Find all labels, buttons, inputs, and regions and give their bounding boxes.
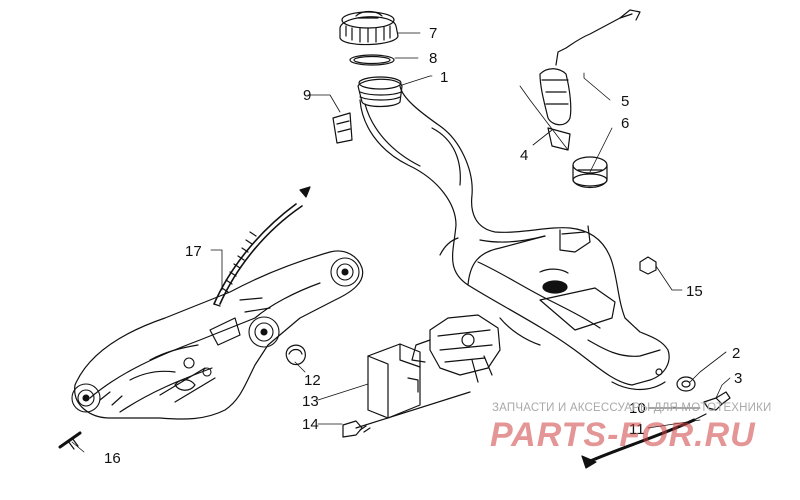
callout-7: 7 [429,25,437,42]
hose-clamp [285,344,306,366]
callout-6: 6 [621,115,629,132]
callout-3: 3 [734,370,742,387]
callout-5: 5 [621,93,629,110]
rubber-grommet [676,376,696,392]
elbow-fitting [703,391,731,411]
arrow-marker-top [299,186,311,198]
callout-16: 16 [104,450,121,467]
drain-tube [58,431,82,450]
callout-1: 1 [440,69,448,86]
callout-12: 12 [304,372,321,389]
mounting-bolt [639,256,657,275]
o-ring-gasket [349,54,395,66]
callout-13: 13 [302,393,319,410]
callout-leader-lines [71,32,731,453]
vent-hose [586,413,707,464]
callout-14: 14 [302,416,319,433]
frame-section [74,250,364,420]
callout-10: 10 [629,400,646,417]
warning-label-decal [332,112,353,144]
callout-8: 8 [429,50,437,67]
watermark-caption: ЗАПЧАСТИ И АКСЕССУАРЫ ДЛЯ МОТОТЕХНИКИ [492,402,772,414]
callout-4: 4 [520,147,528,164]
watermark-logo: PARTS-FOR.RU [490,416,756,454]
filler-neck [357,76,403,108]
callout-2: 2 [732,345,740,362]
callout-9: 9 [303,87,311,104]
fuel-tank-body [359,85,670,391]
sender-ring [572,156,608,189]
throttle-body [411,314,501,383]
callout-11: 11 [629,421,645,438]
callout-15: 15 [686,283,703,300]
callout-17: 17 [185,243,202,260]
fuel-cap [339,10,399,46]
callout-labels: 7 8 1 9 5 6 4 17 15 2 12 3 13 10 14 11 1… [104,25,742,467]
screw [342,391,471,438]
breather-tube [213,203,303,307]
arrow-marker-bottom [581,455,597,469]
frame-bolt-heads [71,257,360,413]
air-box [367,343,421,419]
